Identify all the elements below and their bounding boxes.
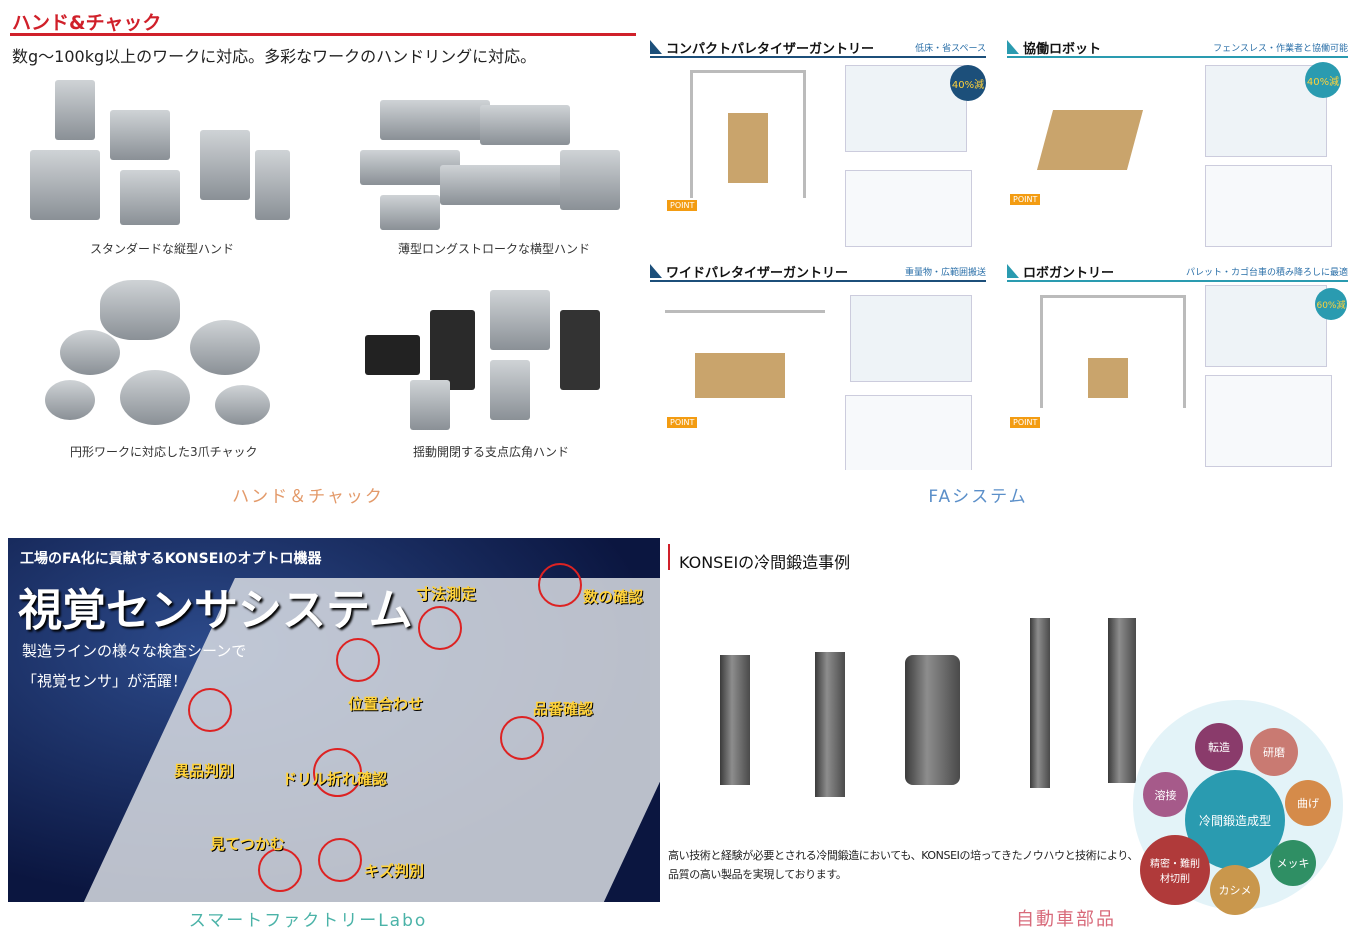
label-part-number: 品番確認 (533, 700, 594, 718)
heading-bar (668, 544, 670, 570)
banner-sub2: 「視覚センサ」が活躍！ (22, 672, 188, 690)
banner-title: 視覚センサシステム (18, 585, 413, 636)
section-subtitle: 低床・省スペース (915, 44, 986, 54)
diagram-box (845, 65, 967, 152)
triangle-marker (650, 264, 662, 278)
wide-gantry-illustration (665, 310, 825, 403)
section-title: ワイドパレタイザーガントリー (666, 266, 849, 281)
section-subtitle: パレット・カゴ台車の積み降ろしに最適 (1185, 268, 1348, 278)
diagram-box (1205, 285, 1327, 367)
smart-factory-tile[interactable]: 工場のFA化に貢献するKONSEIのオプトロ機器 視覚センサシステム 製造ライン… (8, 538, 660, 902)
automotive-heading: KONSEIの冷間鍛造事例 (679, 553, 851, 572)
fa-system-caption-link[interactable]: FAシステム (928, 487, 1028, 507)
product-label: 薄型ロングストロークな横型ハンド (398, 242, 591, 256)
reduction-badge: 60%減 (1315, 288, 1347, 320)
point-badge: POINT (1010, 417, 1041, 428)
hand-chuck-tile[interactable]: ハンド&チャック 数g〜100kg以上のワークに対応。多彩なワークのハンドリング… (0, 0, 640, 470)
inspection-circle (188, 688, 232, 732)
point-badge: POINT (667, 200, 698, 211)
section-wide-palletizer: ワイドパレタイザーガントリー 重量物・広範囲搬送 (650, 262, 986, 282)
section-title: 協働ロボット (1023, 42, 1102, 57)
section-subtitle: フェンスレス・作業者と協働可能 (1213, 44, 1348, 54)
inspection-circle (258, 848, 302, 892)
spec-table (1205, 375, 1332, 467)
section-cobot: 協働ロボット フェンスレス・作業者と協働可能 (1007, 38, 1348, 58)
gantry-illustration (690, 70, 806, 198)
reduction-badge: 40%減 (1305, 62, 1341, 98)
diagram-box (850, 295, 972, 382)
label-scratch: キズ判別 (364, 862, 425, 880)
section-compact-palletizer: コンパクトパレタイザーガントリー 低床・省スペース (650, 38, 986, 58)
diagram-item-polishing: 研磨 (1250, 728, 1298, 776)
robo-gantry-illustration (1040, 295, 1186, 408)
diagram-item-cutting: 精密・難削材切削 (1140, 835, 1210, 905)
triangle-marker (1007, 40, 1019, 54)
inspection-circle (418, 606, 462, 650)
hand-chuck-heading: ハンド&チャック (12, 12, 162, 34)
reduction-badge: 40%減 (950, 65, 986, 101)
hand-chuck-description: 数g〜100kg以上のワークに対応。多彩なワークのハンドリングに対応。 (12, 47, 537, 66)
product-label: スタンダードな縦型ハンド (90, 242, 235, 256)
spec-table (845, 395, 972, 470)
banner-sub1: 製造ラインの様々な検査シーンで (22, 642, 247, 660)
label-alignment: 位置合わせ (348, 695, 424, 713)
triangle-marker (650, 40, 662, 54)
section-title: コンパクトパレタイザーガントリー (666, 42, 875, 57)
label-drill-break: ドリル折れ確認 (282, 770, 388, 788)
point-badge: POINT (667, 417, 698, 428)
section-subtitle: 重量物・広範囲搬送 (904, 268, 986, 278)
triangle-marker (1007, 264, 1019, 278)
inspection-circle (500, 716, 544, 760)
cobot-illustration (1036, 110, 1144, 170)
inspection-circle (318, 838, 362, 882)
label-dimension: 寸法測定 (416, 585, 477, 603)
inspection-circle (313, 748, 362, 797)
inspection-circle (336, 638, 380, 682)
automotive-description-2: 品質の高い製品を実現しております。 (668, 868, 847, 881)
hand-chuck-caption-link[interactable]: ハンド＆チャック (232, 487, 384, 507)
spec-table (845, 170, 972, 247)
banner-top: 工場のFA化に貢献するKONSEIのオプトロ機器 (20, 551, 322, 567)
diagram-item-plating: メッキ (1270, 840, 1316, 886)
diagram-item-rolling: 転造 (1195, 723, 1243, 771)
spec-table (1205, 165, 1332, 247)
label-foreign-part: 異品判別 (174, 762, 235, 780)
automotive-tile[interactable]: KONSEIの冷間鍛造事例 冷間鍛造成型 転造 研磨 曲げ メッキ カシメ 精密… (665, 540, 1355, 930)
automotive-caption-link[interactable]: 自動車部品 (1016, 909, 1116, 930)
label-pick: 見てつかむ (210, 835, 285, 853)
heading-underline (10, 33, 636, 36)
smart-factory-caption-link[interactable]: スマートファクトリーLabo (188, 911, 428, 931)
diagram-item-caulking: カシメ (1210, 865, 1260, 915)
product-label: 円形ワークに対応した3爪チャック (70, 445, 258, 459)
automotive-description-1: 高い技術と経験が必要とされる冷間鍛造においても、KONSEIの培ってきたノウハウ… (668, 849, 1139, 862)
point-badge: POINT (1010, 194, 1041, 205)
diagram-item-bending: 曲げ (1285, 780, 1331, 826)
section-title: ロボガントリー (1023, 266, 1115, 281)
section-robo-gantry: ロボガントリー パレット・カゴ台車の積み降ろしに最適 (1007, 262, 1348, 282)
inspection-circle (538, 563, 582, 607)
product-label: 揺動開閉する支点広角ハンド (413, 445, 570, 459)
diagram-item-welding: 溶接 (1143, 772, 1188, 817)
label-count: 数の確認 (583, 588, 644, 606)
fa-system-tile[interactable]: コンパクトパレタイザーガントリー 低床・省スペース 協働ロボット フェンスレス・作業… (645, 30, 1360, 470)
